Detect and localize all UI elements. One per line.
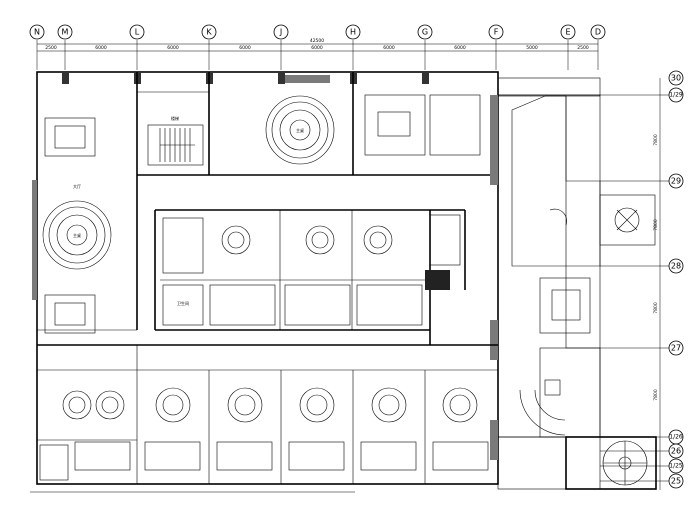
axis-bubble-27: 27 [668, 340, 684, 356]
axis-bubble-N: N [29, 24, 45, 40]
bay-dim-1: 2500 [45, 45, 57, 51]
axis-bubble-K: K [201, 24, 217, 40]
axis-bubble-28: 28 [668, 258, 684, 274]
svg-text:F: F [494, 28, 499, 37]
bay-dim-4: 6000 [239, 45, 251, 51]
svg-text:E: E [565, 28, 570, 37]
svg-text:26: 26 [671, 447, 681, 456]
svg-text:7800: 7800 [653, 219, 659, 231]
svg-text:25: 25 [671, 477, 681, 486]
lobby-label: 大厅 [73, 183, 81, 189]
axis-bubble-1-25: 1/25 [668, 458, 684, 474]
axis-bubble-H: H [345, 24, 361, 40]
svg-text:1/25: 1/25 [669, 463, 683, 470]
axis-bubble-F: F [488, 24, 504, 40]
svg-text:主桌: 主桌 [296, 127, 304, 133]
stair-block: 楼梯 [147, 115, 204, 166]
axis-bubble-G: G [417, 24, 433, 40]
spiral-stair [519, 379, 648, 486]
toilet-label: 卫生间 [177, 300, 189, 306]
overall-dimension: 42500 [310, 38, 324, 44]
building-outline [36, 71, 657, 490]
svg-text:7800: 7800 [653, 389, 659, 401]
axis-bubble-29: 29 [668, 173, 684, 189]
svg-text:J: J [279, 28, 282, 37]
axis-bubble-1-26: 1/26 [668, 429, 684, 445]
svg-text:30: 30 [671, 74, 681, 83]
bay-dim-8: 5000 [526, 45, 538, 51]
bay-dim-3: 6000 [167, 45, 179, 51]
stair-label: 楼梯 [171, 115, 179, 121]
private-room-tables-middle [221, 225, 393, 255]
top-dimensions: 42500 2500 6000 6000 6000 6000 6000 6000… [36, 38, 599, 70]
svg-text:K: K [206, 28, 212, 37]
toilet-blocks: 卫生间 [162, 214, 461, 326]
axis-bubble-26: 26 [668, 443, 684, 459]
bay-dim-6: 6000 [383, 45, 395, 51]
svg-text:G: G [422, 28, 428, 37]
svg-text:N: N [34, 28, 40, 37]
svg-text:28: 28 [671, 262, 681, 271]
svg-text:M: M [62, 28, 69, 37]
bay-dim-5: 6000 [311, 45, 323, 51]
svg-text:D: D [595, 28, 601, 37]
svg-text:29: 29 [671, 177, 681, 186]
svg-text:主桌: 主桌 [73, 232, 81, 238]
bay-dim-7: 6000 [454, 45, 466, 51]
svg-text:7800: 7800 [653, 134, 659, 146]
svg-text:1/29: 1/29 [669, 92, 683, 99]
axis-bubble-J: J [273, 24, 289, 40]
svg-text:H: H [350, 28, 356, 37]
elevator-shaft [549, 194, 656, 246]
interior-partitions [37, 72, 498, 484]
axis-bubble-E: E [560, 24, 576, 40]
private-room-tables-bottom [62, 387, 478, 423]
main-round-table-top: 主桌 [265, 95, 335, 165]
axis-bubble-D: D [590, 24, 606, 40]
svg-text:27: 27 [671, 344, 681, 353]
axis-bubble-M: M [57, 24, 73, 40]
axis-bubble-25: 25 [668, 473, 684, 489]
svg-text:7800: 7800 [653, 302, 659, 314]
svg-text:1/26: 1/26 [669, 434, 683, 441]
top-axis-bubbles: N M L K J H G F E D [29, 24, 606, 40]
axis-bubble-L: L [129, 24, 145, 40]
right-axis-bubbles: 30 1/29 29 28 27 1/26 26 1/25 25 [668, 70, 684, 489]
bay-dim-9: 2500 [577, 45, 589, 51]
main-round-table-left: 主桌 大厅 [42, 183, 112, 270]
sofa-sets [39, 94, 591, 481]
axis-bubble-1-29: 1/29 [668, 87, 684, 103]
exterior-wall-hatching [32, 72, 498, 460]
svg-text:L: L [135, 28, 140, 37]
axis-bubble-30: 30 [668, 70, 684, 86]
right-axis-lines: 7800 7800 7800 7800 [498, 78, 669, 490]
bottom-lounges [74, 441, 489, 471]
bay-dim-2: 6000 [95, 45, 107, 51]
